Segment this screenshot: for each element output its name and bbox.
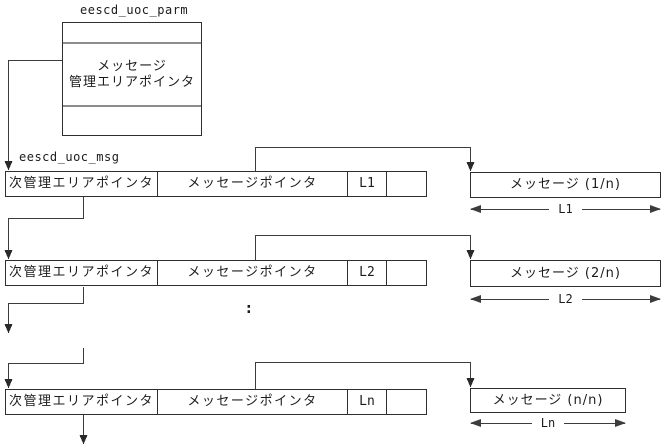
field-label-line1: メッセージ: [97, 58, 167, 74]
connector-next2: [7, 287, 85, 324]
message-pointer-cell: メッセージポインタ: [157, 260, 348, 286]
message-pointer-cell: メッセージポインタ: [157, 389, 348, 415]
length-span-arrow-2: L2: [470, 292, 661, 306]
arrow-left-icon: [470, 295, 481, 303]
next-area-pointer-cell: 次管理エリアポインタ: [5, 389, 158, 415]
next-area-pointer-cell: 次管理エリアポインタ: [5, 171, 158, 197]
message-area-pointer-field: メッセージ 管理エリアポインタ: [63, 44, 201, 107]
arrowhead-msgbox1: [466, 162, 475, 172]
arrowhead-row3-top: [4, 379, 13, 389]
length-span-arrow-n: Ln: [470, 416, 626, 430]
length-span-arrow-1: L1: [470, 202, 661, 216]
connector-parm-to-row1: [7, 59, 62, 161]
parm-struct-title: eescd_uoc_parm: [80, 3, 189, 17]
arrowhead-msgbox2: [466, 250, 475, 260]
connector-next1: [7, 197, 85, 250]
msg-struct-title: eescd_uoc_msg: [19, 150, 120, 164]
message-box-1: メッセージ (1/n): [470, 172, 661, 198]
field-label-line2: 管理エリアポインタ: [68, 74, 195, 90]
span-label: L2: [549, 292, 582, 306]
length-cell: L1: [347, 171, 387, 197]
arrow-right-icon: [650, 205, 661, 213]
parm-box-top-section: [63, 23, 201, 44]
message-box-n: メッセージ (n/n): [470, 388, 626, 413]
ellipsis-continuation: :: [246, 301, 252, 317]
connector-next3: [7, 348, 85, 379]
arrow-left-icon: [470, 419, 481, 427]
span-label: Ln: [531, 416, 565, 430]
arrow-right-icon: [650, 295, 661, 303]
arrowhead-row1-top: [4, 161, 13, 171]
next-area-pointer-cell: 次管理エリアポインタ: [5, 260, 158, 286]
message-pointer-cell: メッセージポインタ: [157, 171, 348, 197]
arrowhead-ellipsis: [4, 324, 13, 334]
length-cell: Ln: [347, 389, 387, 415]
arrow-left-icon: [470, 205, 481, 213]
reserved-cell: [386, 389, 427, 415]
span-label: L1: [549, 202, 582, 216]
parm-box-bottom-section: [63, 107, 201, 135]
reserved-cell: [386, 171, 427, 197]
chain-row-2: 次管理エリアポインタ メッセージポインタ L2: [5, 260, 427, 286]
chain-row-1: 次管理エリアポインタ メッセージポインタ L1: [5, 171, 427, 197]
arrow-right-icon: [615, 419, 626, 427]
connector-msgptr3: [254, 361, 472, 389]
parm-struct-box: メッセージ 管理エリアポインタ: [62, 22, 202, 136]
connector-msgptr2: [254, 234, 472, 260]
arrowhead-tail: [79, 435, 88, 445]
arrowhead-row2-top: [4, 250, 13, 260]
message-box-2: メッセージ (2/n): [470, 260, 661, 287]
reserved-cell: [386, 260, 427, 286]
length-cell: L2: [347, 260, 387, 286]
chain-row-n: 次管理エリアポインタ メッセージポインタ Ln: [5, 389, 427, 415]
connector-msgptr1: [254, 146, 472, 171]
arrowhead-msgbox3: [466, 378, 475, 388]
